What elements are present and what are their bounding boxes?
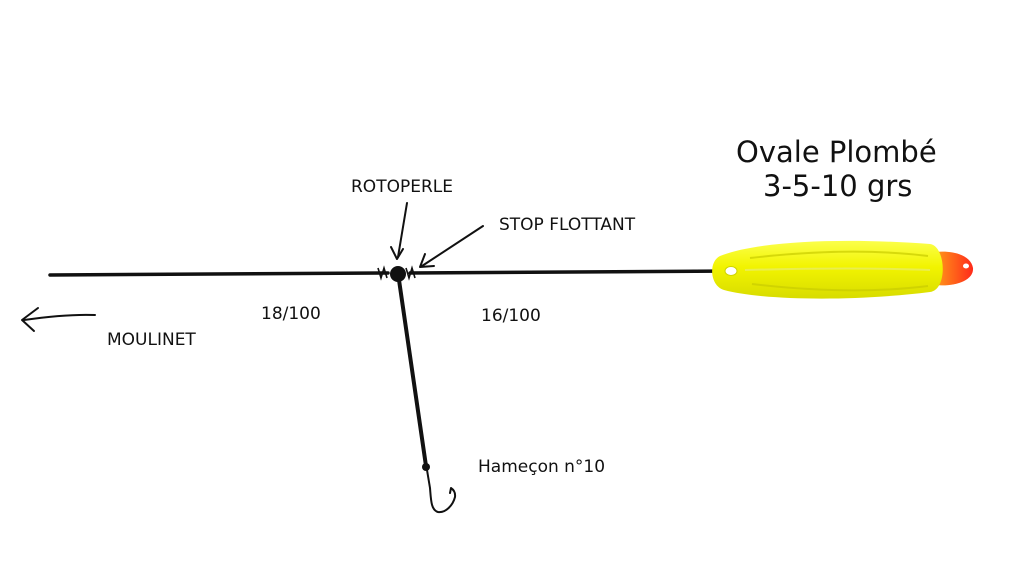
hook-line [397, 278, 428, 468]
float-title-line1: Ovale Plombé [736, 135, 937, 169]
leader-line [408, 269, 738, 275]
swivel-pointer-arrow [390, 202, 408, 260]
oval-float-icon [712, 240, 974, 299]
arrow-left-icon [21, 307, 96, 332]
swivel-bead-label: ROTOPERLE [351, 177, 453, 197]
reel-label: MOULINET [107, 330, 196, 350]
float-title-line2: 3-5-10 grs [763, 169, 912, 203]
fishing-hook-icon [422, 463, 457, 514]
float-stop-label: STOP FLOTTANT [499, 215, 636, 235]
main-line-label: 18/100 [261, 304, 321, 324]
leader-line-label: 16/100 [481, 306, 541, 326]
main-line [48, 271, 390, 277]
stop-pointer-arrow [419, 225, 484, 268]
swivel-bead-icon [377, 265, 416, 282]
hook-label: Hameçon n°10 [478, 457, 605, 477]
